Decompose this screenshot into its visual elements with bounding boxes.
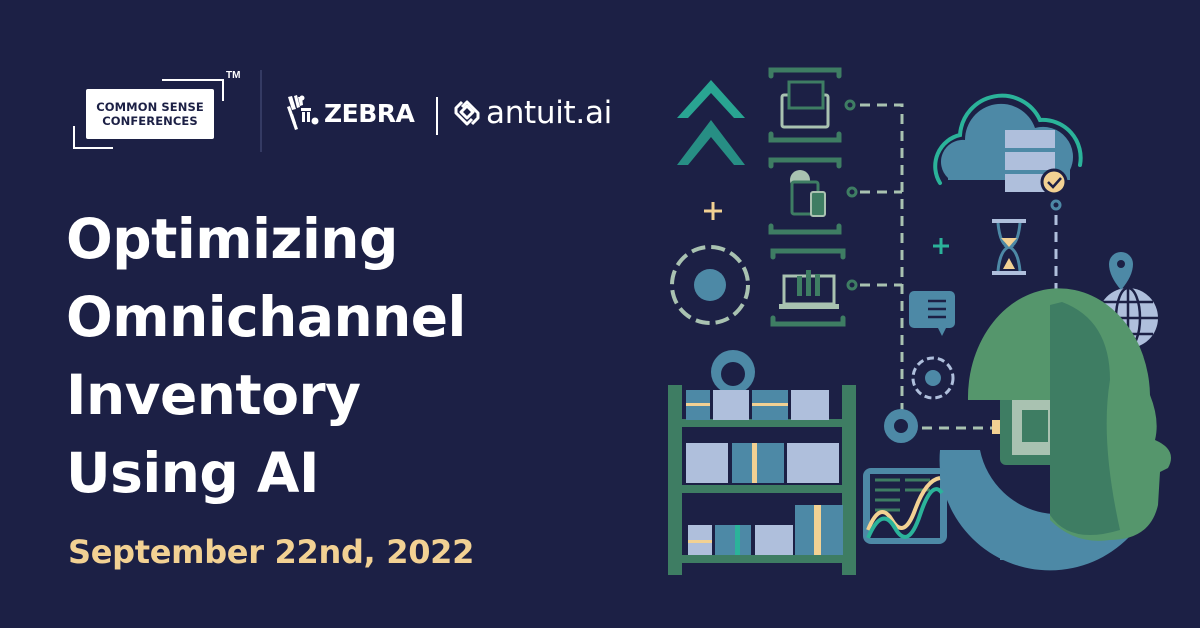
plus-icon [933,238,949,254]
title-line-2: Omnichannel [66,285,466,349]
title-line-3: Inventory [66,363,361,427]
trend-chart-icon [863,468,947,544]
csc-logo-line2: CONFERENCES [102,114,198,128]
gear-icon [911,356,955,400]
inventory-shelf-icon [668,385,856,575]
csc-logo-bracket-bottom [73,126,113,149]
zebra-logo: ZEBRA [286,95,415,131]
hourglass-icon [992,219,1026,275]
cloud-server-icon [933,93,1083,196]
csc-logo-line1: COMMON SENSE [96,100,204,114]
cloud-devices-icon [768,157,842,235]
checklist-chat-icon [909,291,955,336]
partner-divider [436,97,438,135]
zebra-wordmark: ZEBRA [324,98,415,128]
antuit-logo: antuit.ai [452,96,612,130]
laptop-chart-icon [770,248,846,327]
title-line-4: Using AI [66,441,319,505]
zebra-head-icon [287,95,319,130]
gear-icon [670,245,750,325]
event-title: Optimizing Omnichannel Inventory Using A… [66,200,466,512]
logo-divider [260,70,262,152]
chevron-up-dots-icon [677,80,745,165]
browser-windows-icon [768,67,842,143]
csc-logo-bracket-top [162,79,224,101]
antuit-mark-icon [454,100,480,126]
ai-head-icon [967,288,1172,541]
gear-icon [711,350,755,394]
trademark-mark: TM [226,70,241,81]
common-sense-conferences-logo: COMMON SENSE CONFERENCES [86,89,214,139]
check-badge-icon [1040,168,1068,196]
plus-icon [704,202,722,220]
event-date: September 22nd, 2022 [68,533,475,571]
gear-icon [884,409,918,443]
antuit-wordmark: antuit.ai [486,95,612,131]
title-line-1: Optimizing [66,207,398,271]
